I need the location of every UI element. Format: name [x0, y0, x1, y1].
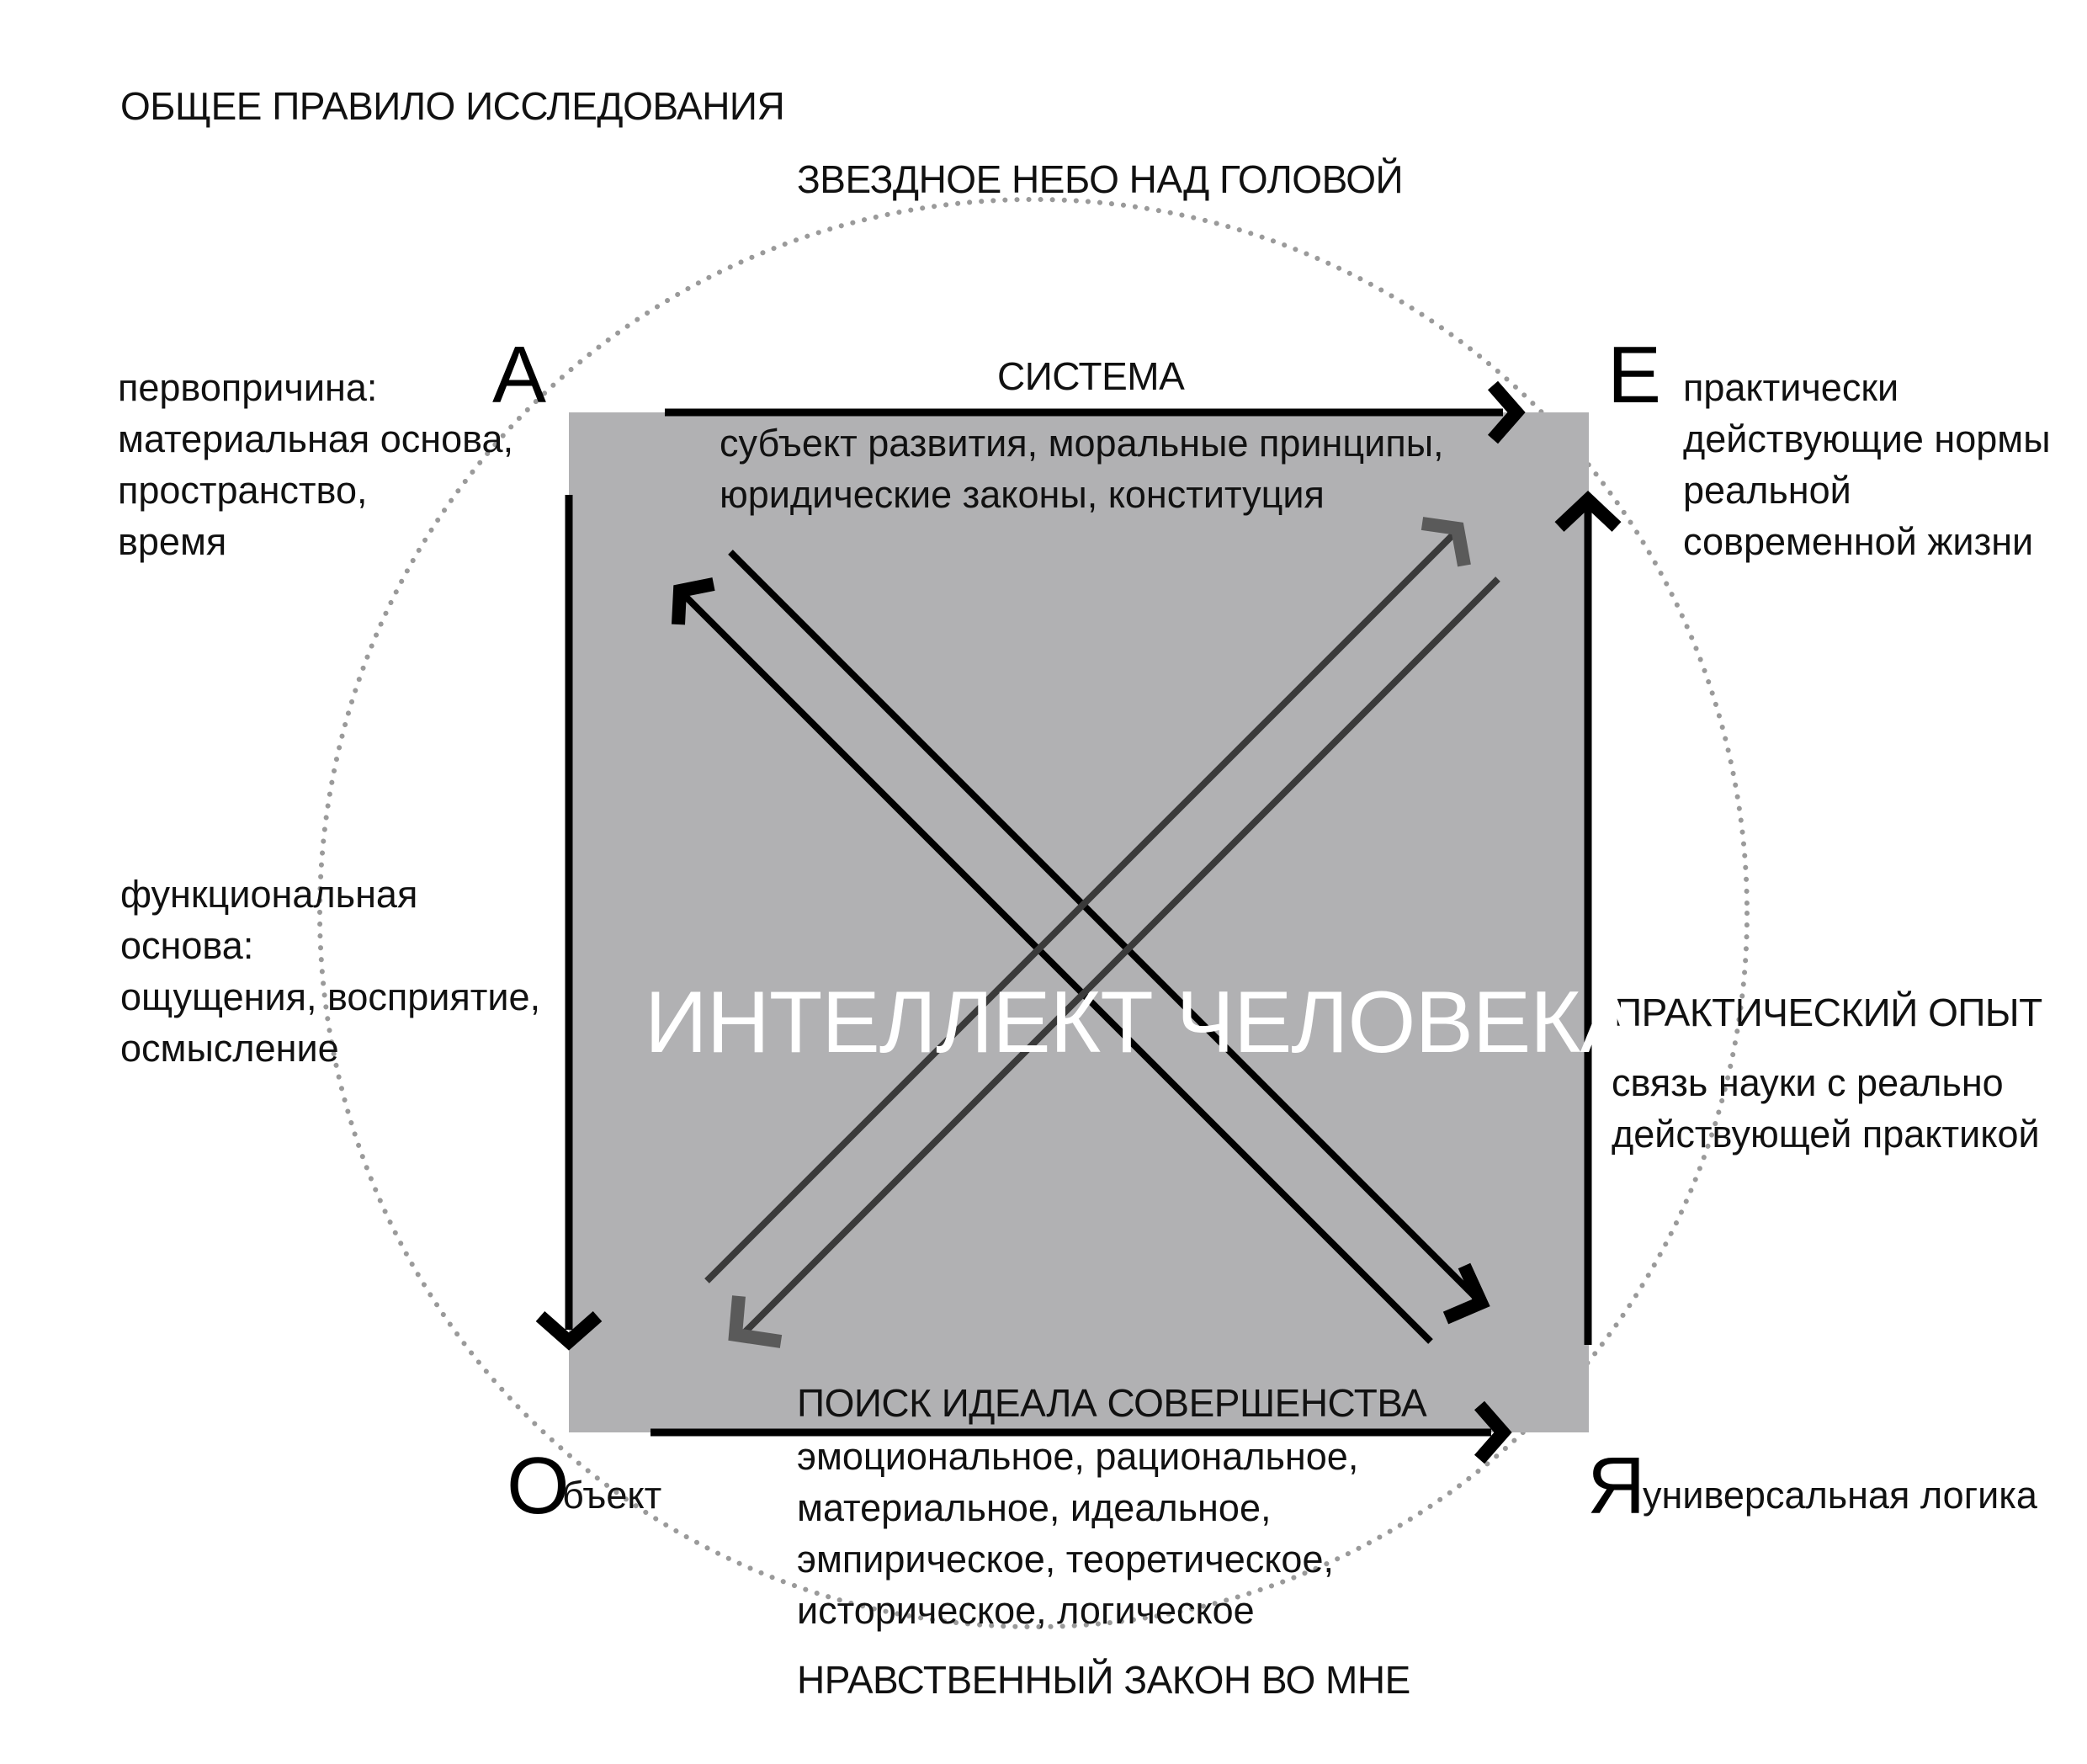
- arrow-diagonal-ya-to-a: [672, 577, 1433, 1344]
- edge-top-title: СИСТЕМА: [997, 354, 1185, 398]
- edge-top-notes: субъект развития, моральные принципы, юр…: [720, 417, 1444, 520]
- corner-e-note: практически: [1683, 366, 1899, 409]
- intellect-square: [569, 412, 1589, 1432]
- corner-a-note: первопричина:: [118, 366, 378, 409]
- edge-bottom-notes: эмоциональное, рациональное, материально…: [797, 1431, 1358, 1636]
- edge-right-title: ПРАКТИЧЕСКИЙ ОПЫТ: [1614, 991, 2042, 1034]
- edge-left-line: осмысление: [120, 1027, 339, 1070]
- edge-left-line: основа:: [120, 924, 254, 967]
- corner-e-notes: практически действующие нормы реальной с…: [1683, 362, 2051, 567]
- corner-a-note: пространство,: [118, 469, 368, 512]
- heading: ОБЩЕЕ ПРАВИЛО ИССЛЕДОВАНИЯ: [120, 84, 785, 128]
- edge-top-line: субъект развития, моральные принципы,: [720, 422, 1444, 465]
- bottom-label: НРАВСТВЕННЫЙ ЗАКОН ВО МНЕ: [797, 1658, 1410, 1702]
- corner-e-note: реальной: [1683, 469, 1851, 512]
- edge-top-line: юридические законы, конституция: [720, 473, 1325, 516]
- edge-left-notes: функциональная основа: ощущения, восприя…: [120, 869, 540, 1074]
- corner-ya-suffix: универсальная логика: [1643, 1474, 2037, 1517]
- corner-e-note: современной жизни: [1683, 520, 2034, 563]
- center-label: ИНТЕЛЛЕКТ ЧЕЛОВЕКА: [645, 974, 1638, 1071]
- edge-left-line: ощущения, восприятие,: [120, 975, 541, 1018]
- corner-a-note: время: [118, 520, 227, 563]
- edge-bottom-line: эмоциональное, рациональное,: [797, 1435, 1359, 1478]
- arrow-diagonal-a-to-ya: [728, 550, 1490, 1325]
- corner-a-note: материальная основа,: [118, 417, 514, 460]
- edge-bottom-title: ПОИСК ИДЕАЛА СОВЕРШЕНСТВА: [797, 1381, 1427, 1425]
- arrow-practical-experience: [1554, 491, 1622, 1345]
- arrow-diagonal-o-to-e: [704, 517, 1471, 1283]
- edge-bottom-line: материальное, идеальное,: [797, 1486, 1272, 1529]
- top-label: ЗВЕЗДНОЕ НЕБО НАД ГОЛОВОЙ: [797, 157, 1404, 201]
- edge-right-line: связь науки с реально: [1612, 1061, 2004, 1104]
- corner-ya-letter: Я: [1587, 1441, 1646, 1531]
- corner-e-note: действующие нормы: [1683, 417, 2051, 460]
- edge-right-line: действующей практикой: [1612, 1113, 2040, 1156]
- arrow-system: [665, 380, 1526, 444]
- corner-o-letter: О: [507, 1441, 570, 1531]
- edge-bottom-line: историческое, логическое: [797, 1589, 1255, 1632]
- edge-right-notes: связь науки с реально действующей практи…: [1612, 1057, 2040, 1160]
- boundary-circle: [317, 197, 1750, 1629]
- corner-o-suffix: бъект: [562, 1474, 662, 1517]
- arrow-ideal-search: [651, 1400, 1512, 1464]
- edge-bottom-line: эмпирическое, теоретическое,: [797, 1538, 1334, 1581]
- corner-e-letter: Е: [1607, 330, 1662, 420]
- arrow-diagonal-e-to-o: [728, 576, 1500, 1348]
- corner-a-notes: первопричина: материальная основа, прост…: [118, 362, 513, 567]
- arrow-functional-basis: [535, 495, 603, 1351]
- corner-a-letter: А: [492, 330, 547, 420]
- edge-left-line: функциональная: [120, 873, 418, 916]
